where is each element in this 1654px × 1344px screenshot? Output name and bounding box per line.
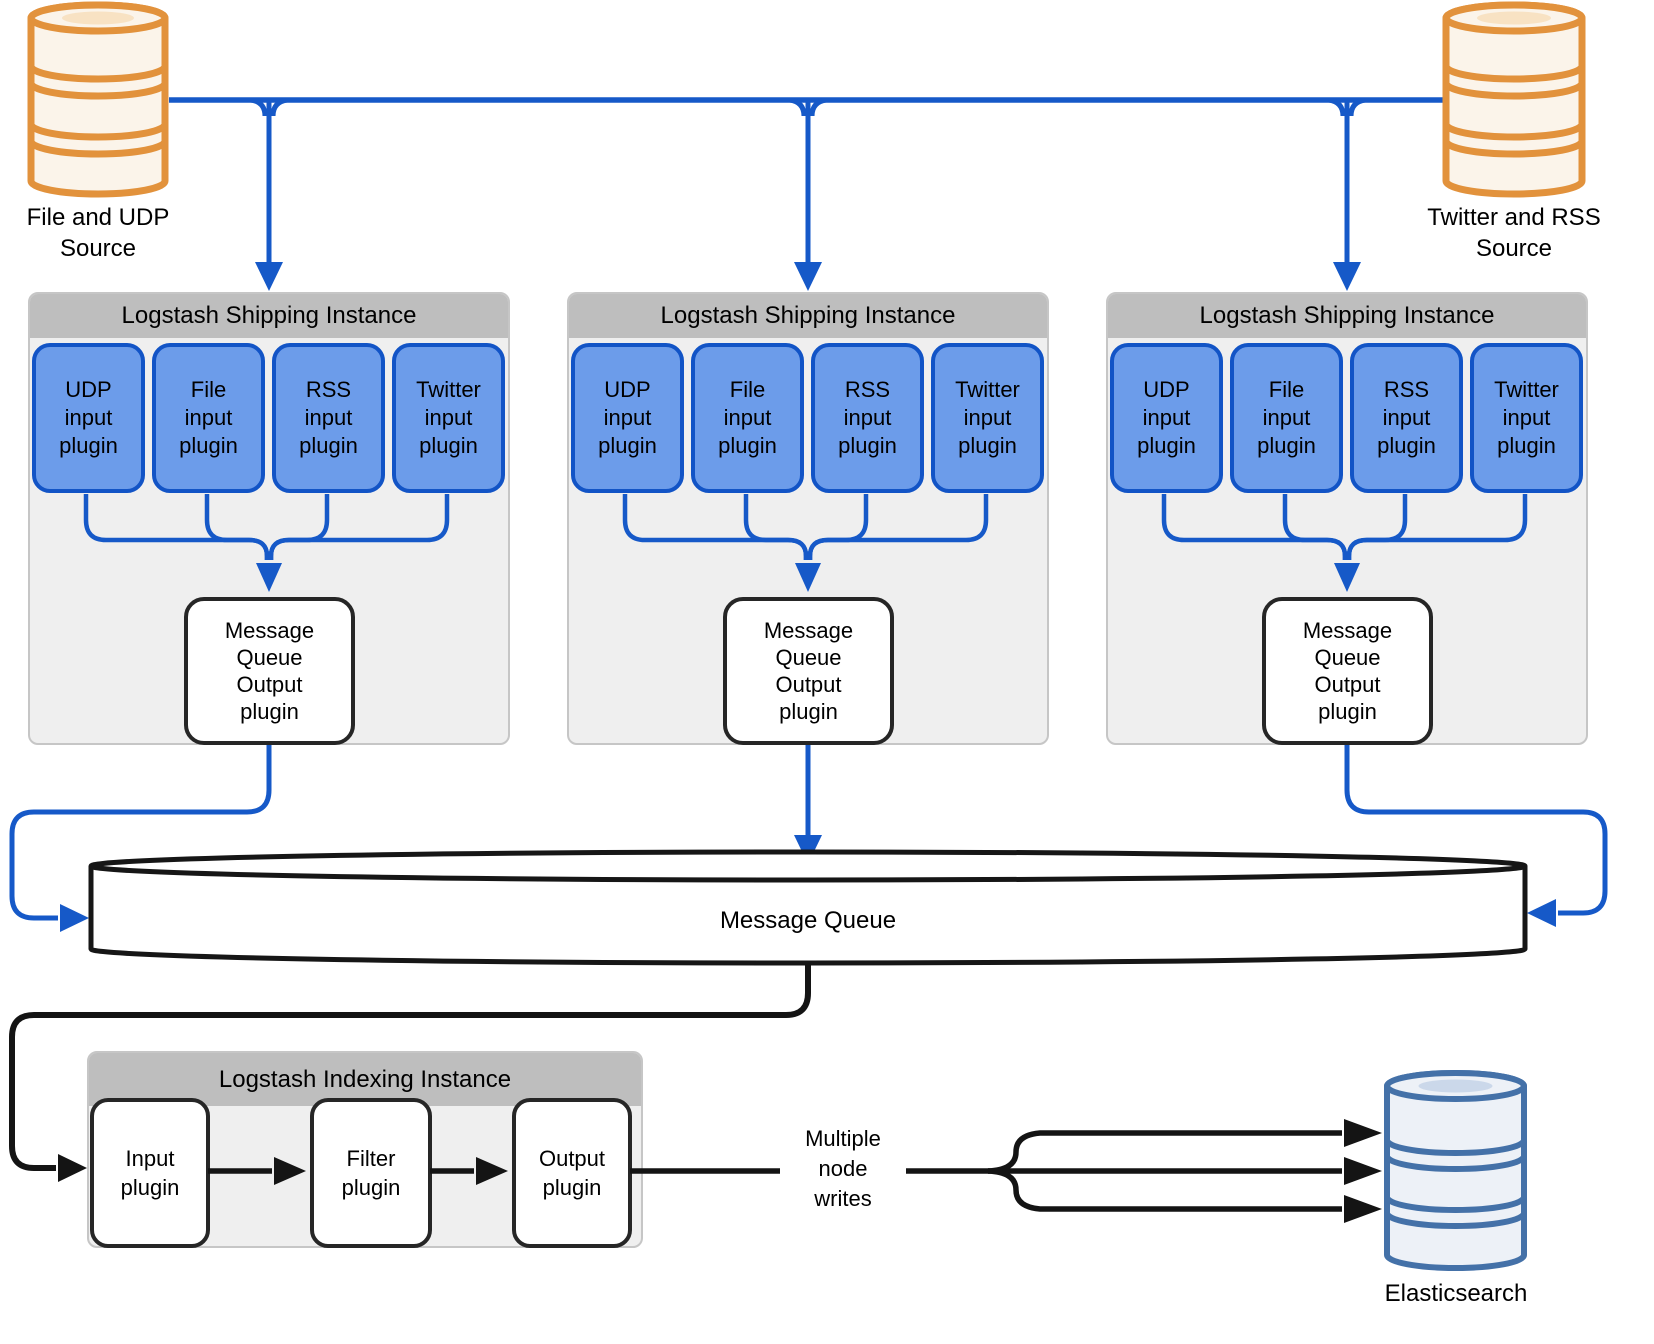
file-input-plugin-box-2: File input plugin: [691, 343, 804, 493]
message-queue-output-plugin-box-1: Message Queue Output plugin: [184, 597, 355, 745]
twitter-input-plugin-box-1: Twitter input plugin: [392, 343, 505, 493]
shipping-instance-panel-2: Logstash Shipping Instance UDP input plu…: [567, 292, 1049, 745]
arrow-into-queue-top: [794, 835, 822, 864]
source-distribution-line: [169, 97, 1444, 291]
shipping-instance-panel-1: Logstash Shipping Instance UDP input plu…: [28, 292, 510, 745]
message-queue-cylinder: Message Queue: [88, 849, 1528, 966]
rss-input-plugin-box-2: RSS input plugin: [811, 343, 924, 493]
output-plugin-box: Output plugin: [512, 1098, 632, 1248]
arrow-into-queue-left: [60, 904, 89, 932]
shipping-instance-2-title: Logstash Shipping Instance: [569, 294, 1047, 338]
message-queue-output-plugin-box-2: Message Queue Output plugin: [723, 597, 894, 745]
arrow-to-es-top: [1344, 1119, 1382, 1147]
rss-input-plugin-box-1: RSS input plugin: [272, 343, 385, 493]
shipping-instance-1-title: Logstash Shipping Instance: [30, 294, 508, 338]
shipping-instance-3-title: Logstash Shipping Instance: [1108, 294, 1586, 338]
instance-outputs-to-queue: [9, 745, 1608, 932]
indexing-instance-panel: Logstash Indexing Instance Input plugin …: [87, 1051, 643, 1248]
udp-input-plugin-box-3: UDP input plugin: [1110, 343, 1223, 493]
arrow-to-instance-3: [1333, 262, 1361, 291]
arrow-to-es-middle: [1344, 1157, 1382, 1185]
rss-input-plugin-box-3: RSS input plugin: [1350, 343, 1463, 493]
twitter-input-plugin-box-3: Twitter input plugin: [1470, 343, 1583, 493]
file-udp-source-label: File and UDP Source: [26, 204, 170, 262]
file-input-plugin-box-1: File input plugin: [152, 343, 265, 493]
arrow-to-instance-1: [255, 262, 283, 291]
message-queue-output-plugin-box-3: Message Queue Output plugin: [1262, 597, 1433, 745]
udp-input-plugin-box-1: UDP input plugin: [32, 343, 145, 493]
twitter-input-plugin-box-2: Twitter input plugin: [931, 343, 1044, 493]
arrow-into-input-plugin: [58, 1154, 87, 1182]
arrow-to-instance-2: [794, 262, 822, 291]
twitter-rss-source-db-icon: [1442, 1, 1586, 198]
filter-plugin-box: Filter plugin: [310, 1098, 432, 1248]
twitter-rss-source-label: Twitter and RSS Source: [1427, 204, 1601, 262]
file-input-plugin-box-3: File input plugin: [1230, 343, 1343, 493]
udp-input-plugin-box-2: UDP input plugin: [571, 343, 684, 493]
shipping-instance-panel-3: Logstash Shipping Instance UDP input plu…: [1106, 292, 1588, 745]
elasticsearch-label: Elasticsearch: [1384, 1280, 1528, 1307]
message-queue-label: Message Queue: [720, 907, 896, 934]
input-plugin-box: Input plugin: [90, 1098, 210, 1248]
arrow-into-queue-right: [1527, 899, 1556, 927]
file-udp-source-db-icon: [27, 1, 169, 198]
elasticsearch-db-icon: [1384, 1070, 1527, 1271]
multiple-node-writes-note: Multiple node writes: [786, 1124, 900, 1214]
arrow-to-es-bottom: [1344, 1195, 1382, 1223]
